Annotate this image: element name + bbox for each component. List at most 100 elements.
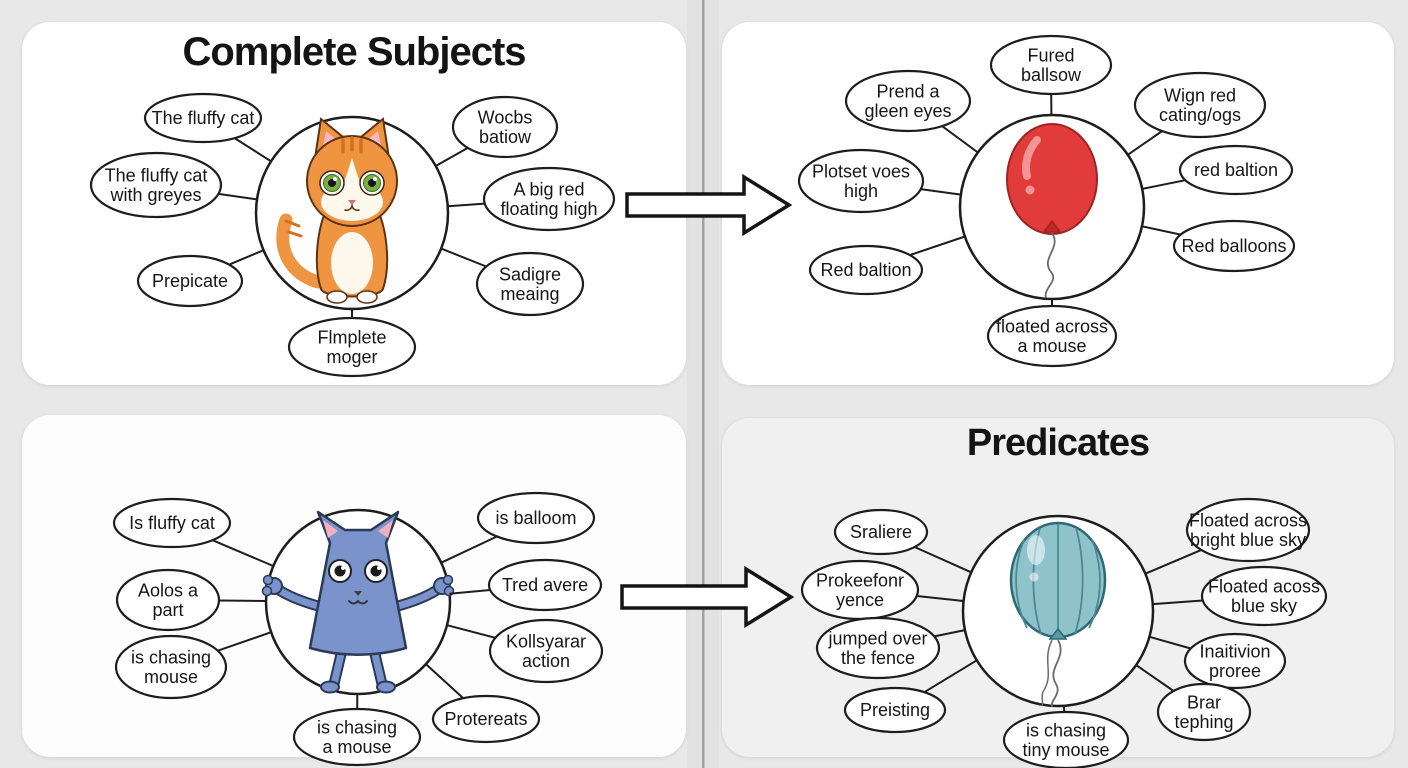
- cat-mouth: [348, 599, 368, 605]
- panel-title-complete-subjects: Complete Subjects: [182, 30, 526, 74]
- arrow-right-icon: [620, 565, 795, 629]
- eye-highlight: [377, 566, 381, 570]
- connector-line: [1152, 599, 1203, 606]
- connector-line: [440, 535, 498, 564]
- balloon-knot: [1048, 627, 1068, 640]
- balloon-knot: [1042, 219, 1062, 233]
- connector-line: [234, 137, 272, 163]
- connector-line: [1145, 548, 1202, 575]
- bubble: [476, 491, 596, 545]
- bubble-label: Prepicate: [152, 271, 228, 291]
- connector-line: [909, 235, 966, 257]
- bubble-label: red baltion: [1194, 160, 1278, 180]
- cat-paw: [442, 574, 454, 586]
- bubble: [1200, 565, 1328, 627]
- bubble: [808, 244, 924, 296]
- bubble: [487, 558, 603, 612]
- cat-pupil: [368, 179, 376, 187]
- connector-line: [440, 247, 487, 268]
- cat-leg: [370, 646, 386, 688]
- connector-line: [941, 125, 979, 154]
- arrow-right-icon: [625, 173, 793, 237]
- bubble: [114, 634, 228, 700]
- connector-line: [228, 249, 264, 266]
- connector-line: [447, 202, 485, 208]
- connector-line: [1127, 130, 1163, 156]
- balloon-highlight: [1025, 185, 1035, 195]
- bubble: [488, 618, 604, 684]
- cat-inner-ear: [323, 520, 338, 538]
- connector-line: [914, 546, 972, 574]
- bubble: [451, 95, 559, 159]
- bubble: [482, 166, 616, 232]
- bubble: [89, 151, 223, 219]
- cat-foot: [356, 290, 378, 304]
- bubble-label: is balloom: [495, 508, 576, 528]
- bubble: [986, 304, 1118, 368]
- bubble-label: Is fluffy cat: [129, 513, 215, 533]
- bubble-label: Preisting: [860, 700, 930, 720]
- connector-line: [1135, 664, 1175, 692]
- connector-line: [1141, 225, 1181, 236]
- bubble: [1178, 144, 1294, 196]
- bubble: [797, 148, 925, 214]
- bubble: [292, 707, 422, 767]
- cat-nose: [348, 200, 356, 205]
- bubble: [115, 568, 221, 632]
- panel-title-predicates: Predicates: [966, 422, 1150, 464]
- connector-line: [920, 188, 961, 196]
- bubble: [1185, 497, 1311, 563]
- bubble: [287, 316, 417, 378]
- cat-paw: [262, 574, 274, 586]
- bubble: [431, 694, 541, 744]
- cat-inner-ear: [378, 520, 393, 538]
- bubble: [815, 616, 941, 680]
- eye-highlight: [333, 177, 337, 181]
- cat-paw: [261, 585, 273, 597]
- bubble: [143, 92, 263, 144]
- bubble: [1002, 710, 1130, 768]
- balloon-string: [1044, 232, 1056, 299]
- bubble-label: Sraliere: [850, 522, 912, 542]
- bubble: [1172, 219, 1296, 273]
- cat-body: [308, 510, 408, 656]
- bubble: [1183, 632, 1287, 690]
- bubble: [989, 34, 1113, 96]
- blue-cat-image: [261, 510, 455, 694]
- connector-line: [425, 663, 464, 699]
- connector-line: [446, 624, 496, 639]
- bubble: [1156, 682, 1252, 742]
- cat-foot: [326, 290, 348, 304]
- cat-belly: [331, 232, 373, 294]
- vertical-divider-line: [702, 0, 705, 768]
- balloon-string: [1041, 639, 1053, 707]
- bubble-label: Protereats: [444, 709, 527, 729]
- balloon-seam: [1088, 539, 1101, 629]
- connector-line: [923, 659, 978, 694]
- cat-mouth: [344, 204, 360, 211]
- cat-foot: [376, 680, 396, 694]
- cat-nose: [354, 591, 362, 596]
- balloon-string: [1050, 639, 1062, 708]
- eye-highlight: [373, 177, 377, 181]
- bubble-label: Red baltion: [820, 260, 911, 280]
- tail-stripes: [284, 219, 303, 238]
- balloon-highlight: [1022, 136, 1041, 180]
- cat-foot: [320, 680, 340, 694]
- connector-line: [1142, 179, 1186, 190]
- bubble: [475, 251, 585, 317]
